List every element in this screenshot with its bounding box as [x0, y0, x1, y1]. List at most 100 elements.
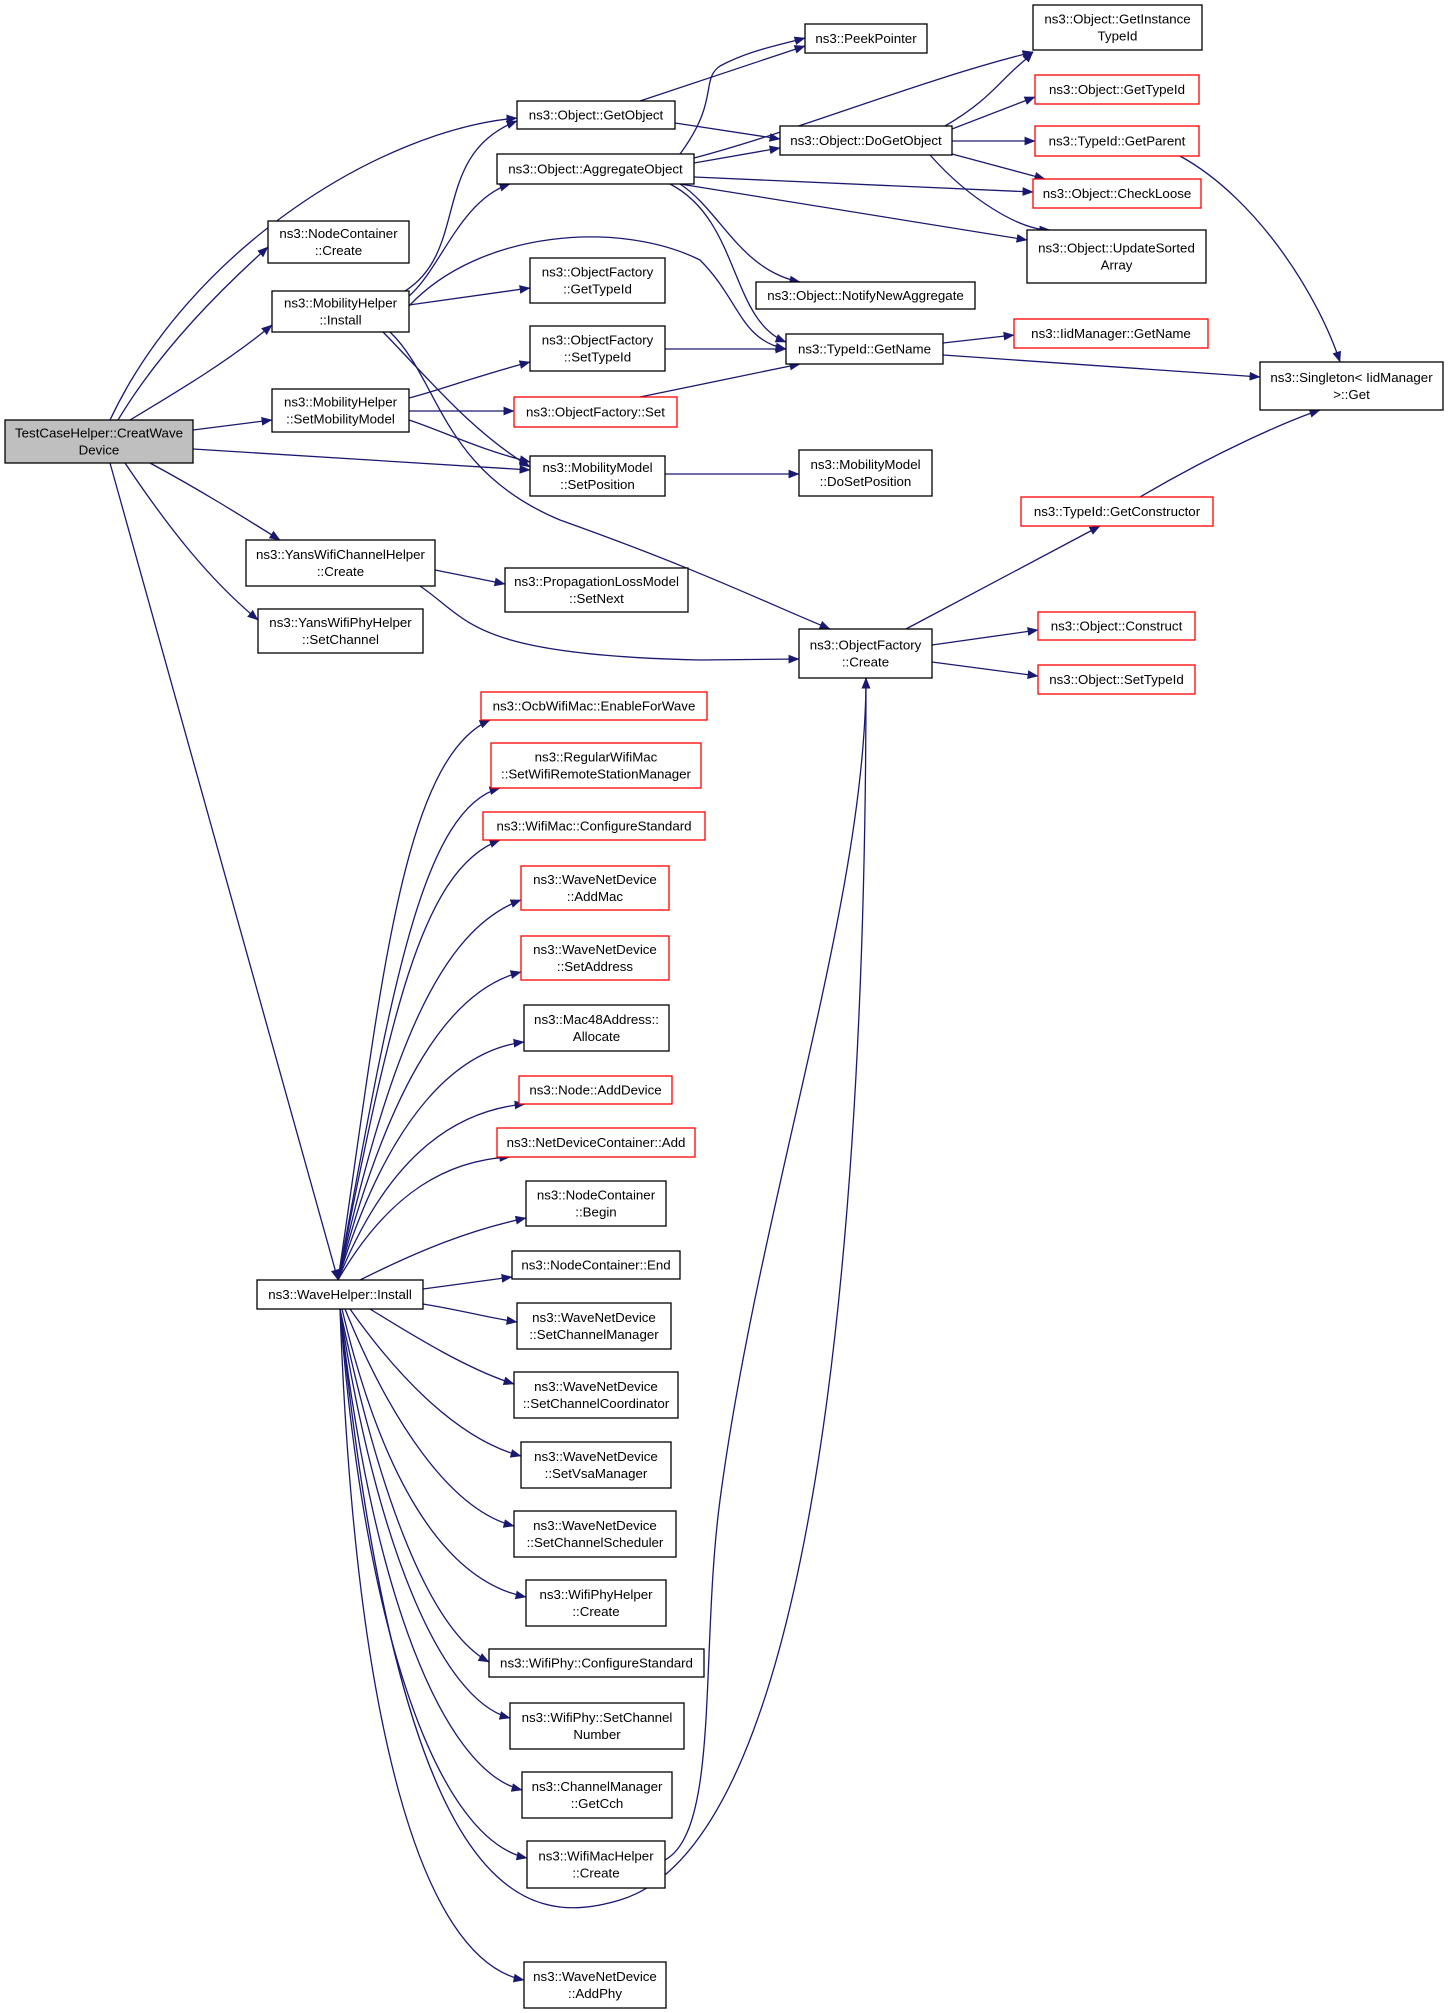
node-label-line: ::SetMobilityModel	[286, 412, 395, 427]
edge-wh_install-to-ndc_add	[337, 1153, 511, 1281]
edge-obj_dogetobject-to-obj_checkloose	[951, 153, 1046, 181]
node-box	[496, 1127, 696, 1158]
node-mac48-alloc[interactable]: ns3::Mac48Address::Allocate	[523, 1004, 670, 1052]
node-label-line: ns3::Object::NotifyNewAggregate	[767, 288, 964, 303]
node-node-adddev[interactable]: ns3::Node::AddDevice	[518, 1075, 673, 1105]
node-peekpointer[interactable]: ns3::PeekPointer	[804, 23, 928, 54]
node-yans-ch-create[interactable]: ns3::YansWifiChannelHelper::Create	[245, 539, 436, 587]
node-mh-install[interactable]: ns3::MobilityHelper::Install	[271, 290, 410, 333]
node-label-line: ns3::WaveNetDevice	[534, 1449, 658, 1464]
node-ndc-add[interactable]: ns3::NetDeviceContainer::Add	[496, 1127, 696, 1158]
edge-wh_install-to-wnd_setchcoord	[369, 1308, 515, 1386]
node-ocb-enable[interactable]: ns3::OcbWifiMac::EnableForWave	[480, 691, 708, 721]
edge-root-to-mh_setmm	[192, 416, 273, 431]
node-wnd-setchmgr[interactable]: ns3::WaveNetDevice::SetChannelManager	[516, 1302, 672, 1350]
node-wmh-create[interactable]: ns3::WifiMacHelper::Create	[526, 1840, 666, 1889]
node-obj-aggregate[interactable]: ns3::Object::AggregateObject	[496, 153, 695, 185]
node-label-line: ::SetWifiRemoteStationManager	[501, 767, 692, 782]
node-obj-getobject[interactable]: ns3::Object::GetObject	[516, 100, 676, 130]
node-typeid-getname[interactable]: ns3::TypeId::GetName	[785, 333, 944, 365]
node-obj-notify[interactable]: ns3::Object::NotifyNewAggregate	[755, 281, 976, 310]
node-wm-configstd[interactable]: ns3::WifiMac::ConfigureStandard	[482, 811, 706, 841]
node-wph-create[interactable]: ns3::WifiPhyHelper::Create	[525, 1579, 667, 1627]
node-label-line: Array	[1101, 258, 1133, 273]
node-nc-begin[interactable]: ns3::NodeContainer::Begin	[525, 1180, 667, 1227]
node-label-line: ::GetTypeId	[563, 282, 632, 297]
node-mh-setmm[interactable]: ns3::MobilityHelper::SetMobilityModel	[271, 388, 410, 433]
node-wnd-setchcoord[interactable]: ns3::WaveNetDevice::SetChannelCoordinato…	[513, 1371, 679, 1419]
edge-mh_setmm-to-mm_setpos	[408, 419, 531, 464]
node-label-line: ns3::IidManager::GetName	[1031, 326, 1191, 341]
node-box	[523, 1004, 670, 1052]
edge-mh_install-to-of_create	[389, 331, 831, 630]
edge-root-to-obj_getobject	[109, 114, 518, 421]
node-box	[256, 1279, 424, 1310]
node-box	[516, 1302, 672, 1350]
node-box	[755, 281, 976, 310]
node-label-line: ::AddPhy	[568, 1986, 622, 2001]
node-obj-gettypeid[interactable]: ns3::Object::GetTypeId	[1034, 74, 1200, 105]
node-label-line: ns3::YansWifiChannelHelper	[256, 547, 426, 562]
node-yans-phy-setch[interactable]: ns3::YansWifiPhyHelper::SetChannel	[257, 608, 424, 654]
node-wnd-addmac[interactable]: ns3::WaveNetDevice::AddMac	[520, 865, 670, 911]
edge-of_create-to-obj_construct	[931, 627, 1039, 646]
node-label-line: ns3::Object::CheckLoose	[1043, 186, 1192, 201]
node-label-line: ::Create	[572, 1866, 619, 1881]
node-label-line: TypeId	[1098, 29, 1138, 44]
edge-wh_install-to-wm_configstd	[337, 839, 501, 1281]
node-of-settypeid[interactable]: ns3::ObjectFactory::SetTypeId	[529, 325, 666, 372]
node-obj-checkloose[interactable]: ns3::Object::CheckLoose	[1032, 178, 1202, 209]
node-box	[480, 691, 708, 721]
node-label-line: ns3::WifiMacHelper	[538, 1849, 654, 1864]
node-cm-getcch[interactable]: ns3::ChannelManager::GetCch	[521, 1771, 673, 1819]
node-wphy-configstd[interactable]: ns3::WifiPhy::ConfigureStandard	[488, 1648, 705, 1678]
node-nc-end[interactable]: ns3::NodeContainer::End	[511, 1250, 681, 1280]
node-singleton-get[interactable]: ns3::Singleton< IidManager>::Get	[1259, 361, 1444, 411]
node-of-set[interactable]: ns3::ObjectFactory::Set	[513, 396, 678, 428]
edge-wh_install-to-nc_end	[422, 1274, 513, 1290]
edge-obj_aggregate-to-peekpointer	[679, 36, 806, 155]
node-label-line: ns3::TypeId::GetConstructor	[1034, 504, 1201, 519]
node-of-create[interactable]: ns3::ObjectFactory::Create	[798, 628, 933, 679]
node-box	[504, 567, 689, 613]
node-mm-setpos[interactable]: ns3::MobilityModel::SetPosition	[529, 455, 666, 497]
node-label-line: ns3::WaveHelper::Install	[268, 1287, 412, 1302]
node-box	[526, 1840, 666, 1889]
node-iidmgr-getname[interactable]: ns3::IidManager::GetName	[1013, 318, 1209, 349]
node-wnd-addphy[interactable]: ns3::WaveNetDevice::AddPhy	[523, 1961, 667, 2009]
edge-wh_install-to-wphy_configstd	[339, 1308, 490, 1663]
node-box	[271, 290, 410, 333]
edge-yans_ch_create-to-plm_setnext	[434, 569, 506, 587]
node-box	[1026, 229, 1207, 284]
edge-mh_setmm-to-of_settypeid	[408, 360, 531, 399]
node-plm-setnext[interactable]: ns3::PropagationLossModel::SetNext	[504, 567, 689, 613]
node-nc-create[interactable]: ns3::NodeContainer::Create	[267, 220, 410, 264]
node-rwm-setrsm[interactable]: ns3::RegularWifiMac::SetWifiRemoteStatio…	[490, 742, 702, 789]
edge-wh_install-to-wnd_setvsa	[349, 1308, 522, 1458]
edge-root-to-wh_install	[109, 462, 340, 1281]
node-of-gettypeid[interactable]: ns3::ObjectFactory::GetTypeId	[529, 257, 666, 304]
node-label-line: ns3::PeekPointer	[815, 31, 917, 46]
node-typeid-getctor[interactable]: ns3::TypeId::GetConstructor	[1020, 496, 1214, 527]
node-label-line: ::SetAddress	[557, 959, 633, 974]
node-obj-settypeid[interactable]: ns3::Object::SetTypeId	[1037, 664, 1196, 695]
node-box	[513, 1510, 677, 1558]
node-box	[490, 742, 702, 789]
node-wnd-setaddr[interactable]: ns3::WaveNetDevice::SetAddress	[520, 935, 670, 981]
node-wh-install[interactable]: ns3::WaveHelper::Install	[256, 1279, 424, 1310]
edge-wh_install-to-wph_create	[341, 1308, 527, 1600]
node-box	[1032, 4, 1203, 51]
node-label-line: Device	[79, 443, 120, 458]
node-typeid-getparent[interactable]: ns3::TypeId::GetParent	[1034, 125, 1200, 157]
node-label-line: ns3::Singleton< IidManager	[1270, 370, 1433, 385]
edge-obj_dogetobject-to-obj_getinstancetypeid	[944, 51, 1034, 127]
node-wnd-setvsa[interactable]: ns3::WaveNetDevice::SetVsaManager	[520, 1441, 672, 1489]
node-label-line: ::SetChannelCoordinator	[523, 1396, 670, 1411]
node-obj-construct[interactable]: ns3::Object::Construct	[1037, 611, 1196, 641]
node-wnd-setchsched[interactable]: ns3::WaveNetDevice::SetChannelScheduler	[513, 1510, 677, 1558]
node-obj-dogetobject[interactable]: ns3::Object::DoGetObject	[779, 125, 953, 156]
node-mm-dosetpos[interactable]: ns3::MobilityModel::DoSetPosition	[798, 449, 933, 497]
